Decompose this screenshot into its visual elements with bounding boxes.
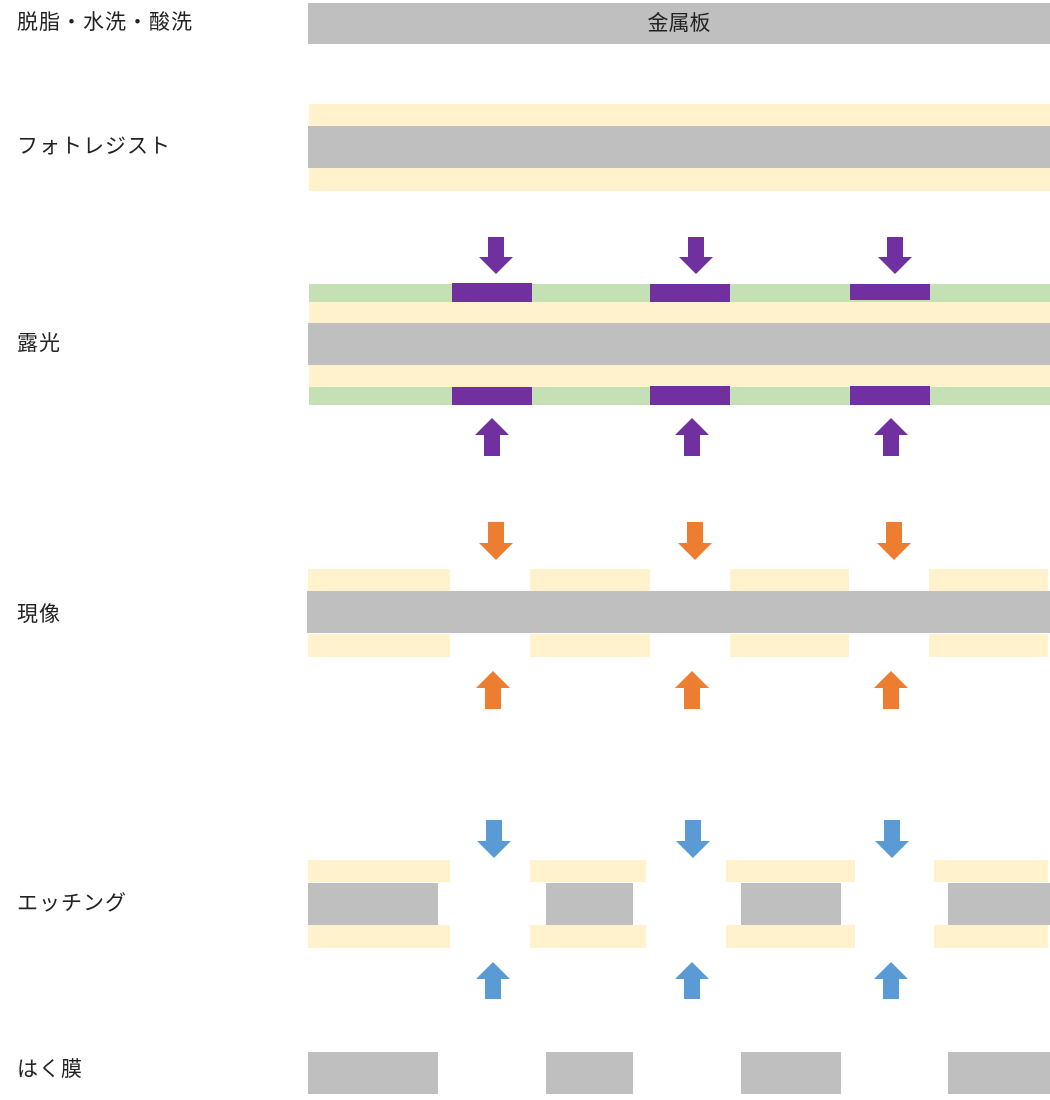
arrow-shape — [676, 820, 710, 858]
step-label-stripping: はく膜 — [17, 1057, 83, 1081]
arrow-shape — [479, 522, 513, 560]
finished-metal-part — [948, 1052, 1050, 1094]
arrow-shape — [874, 962, 908, 999]
developer-arrow-up-icon — [874, 671, 908, 709]
photoresist-top-layer — [309, 302, 1050, 323]
etched-metal-segment — [948, 883, 1050, 925]
resist-segment-bottom — [934, 925, 1048, 948]
arrow-shape — [678, 522, 712, 560]
step-label-photoresist: フォトレジスト — [17, 134, 171, 158]
developer-arrow-down-icon — [479, 522, 513, 560]
mask-pattern-top — [850, 284, 930, 300]
mask-pattern-bottom — [650, 386, 730, 405]
resist-segment-bottom — [530, 925, 646, 948]
step-label-development: 現像 — [17, 602, 61, 626]
mask-pattern-top — [650, 284, 730, 302]
arrow-shape — [479, 237, 513, 274]
exposure-light-arrow-down-icon — [679, 237, 713, 274]
etchant-arrow-down-icon — [875, 820, 909, 858]
photoresist-top-layer — [309, 104, 1050, 126]
developer-arrow-up-icon — [476, 671, 510, 709]
step-label-etching: エッチング — [17, 891, 127, 915]
developer-arrow-down-icon — [678, 522, 712, 560]
arrow-shape — [476, 962, 510, 999]
etchant-arrow-up-icon — [476, 962, 510, 999]
etched-metal-segment — [741, 883, 841, 925]
arrow-shape — [878, 237, 912, 274]
exposure-light-arrow-up-icon — [475, 418, 509, 456]
resist-segment-bottom — [308, 634, 450, 657]
resist-segment-bottom — [730, 634, 849, 657]
metal-plate — [308, 126, 1050, 168]
resist-segment-top — [934, 860, 1048, 882]
arrow-shape — [679, 237, 713, 274]
exposure-light-arrow-up-icon — [675, 418, 709, 456]
step-label-exposure: 露光 — [17, 331, 61, 355]
etched-metal-segment — [308, 883, 438, 925]
exposure-light-arrow-down-icon — [878, 237, 912, 274]
etched-metal-segment — [546, 883, 633, 925]
arrow-shape — [475, 418, 509, 456]
resist-segment-bottom — [530, 634, 650, 657]
resist-segment-top — [929, 569, 1048, 591]
arrow-shape — [675, 418, 709, 456]
etchant-arrow-up-icon — [675, 962, 709, 999]
resist-segment-top — [530, 569, 650, 591]
arrow-shape — [675, 671, 709, 709]
mask-pattern-bottom — [850, 386, 930, 405]
resist-segment-bottom — [929, 634, 1048, 657]
finished-metal-part — [741, 1052, 841, 1094]
step-label-degrease: 脱脂・水洗・酸洗 — [17, 10, 193, 34]
photoresist-bottom-layer — [309, 168, 1050, 191]
resist-segment-top — [730, 569, 849, 591]
arrow-shape — [675, 962, 709, 999]
mask-pattern-bottom — [452, 387, 532, 405]
arrow-shape — [476, 671, 510, 709]
arrow-shape — [477, 820, 511, 858]
resist-segment-top — [726, 860, 855, 882]
arrow-shape — [874, 671, 908, 709]
exposure-light-arrow-down-icon — [479, 237, 513, 274]
metal-plate-label: 金属板 — [647, 11, 711, 35]
exposure-light-arrow-up-icon — [874, 418, 908, 456]
resist-segment-bottom — [308, 925, 450, 948]
finished-metal-part — [546, 1052, 633, 1094]
resist-segment-top — [308, 860, 450, 882]
etchant-arrow-down-icon — [676, 820, 710, 858]
mask-pattern-top — [452, 283, 532, 302]
developer-arrow-down-icon — [877, 522, 911, 560]
resist-segment-top — [530, 860, 646, 882]
developer-arrow-up-icon — [675, 671, 709, 709]
metal-plate — [308, 3, 1050, 44]
finished-metal-part — [308, 1052, 438, 1094]
arrow-shape — [874, 418, 908, 456]
metal-plate — [308, 323, 1050, 365]
arrow-shape — [875, 820, 909, 858]
arrow-shape — [877, 522, 911, 560]
resist-segment-top — [308, 569, 450, 591]
etchant-arrow-up-icon — [874, 962, 908, 999]
photoresist-bottom-layer — [309, 365, 1050, 387]
resist-segment-bottom — [726, 925, 855, 948]
etchant-arrow-down-icon — [477, 820, 511, 858]
metal-plate — [307, 591, 1050, 633]
